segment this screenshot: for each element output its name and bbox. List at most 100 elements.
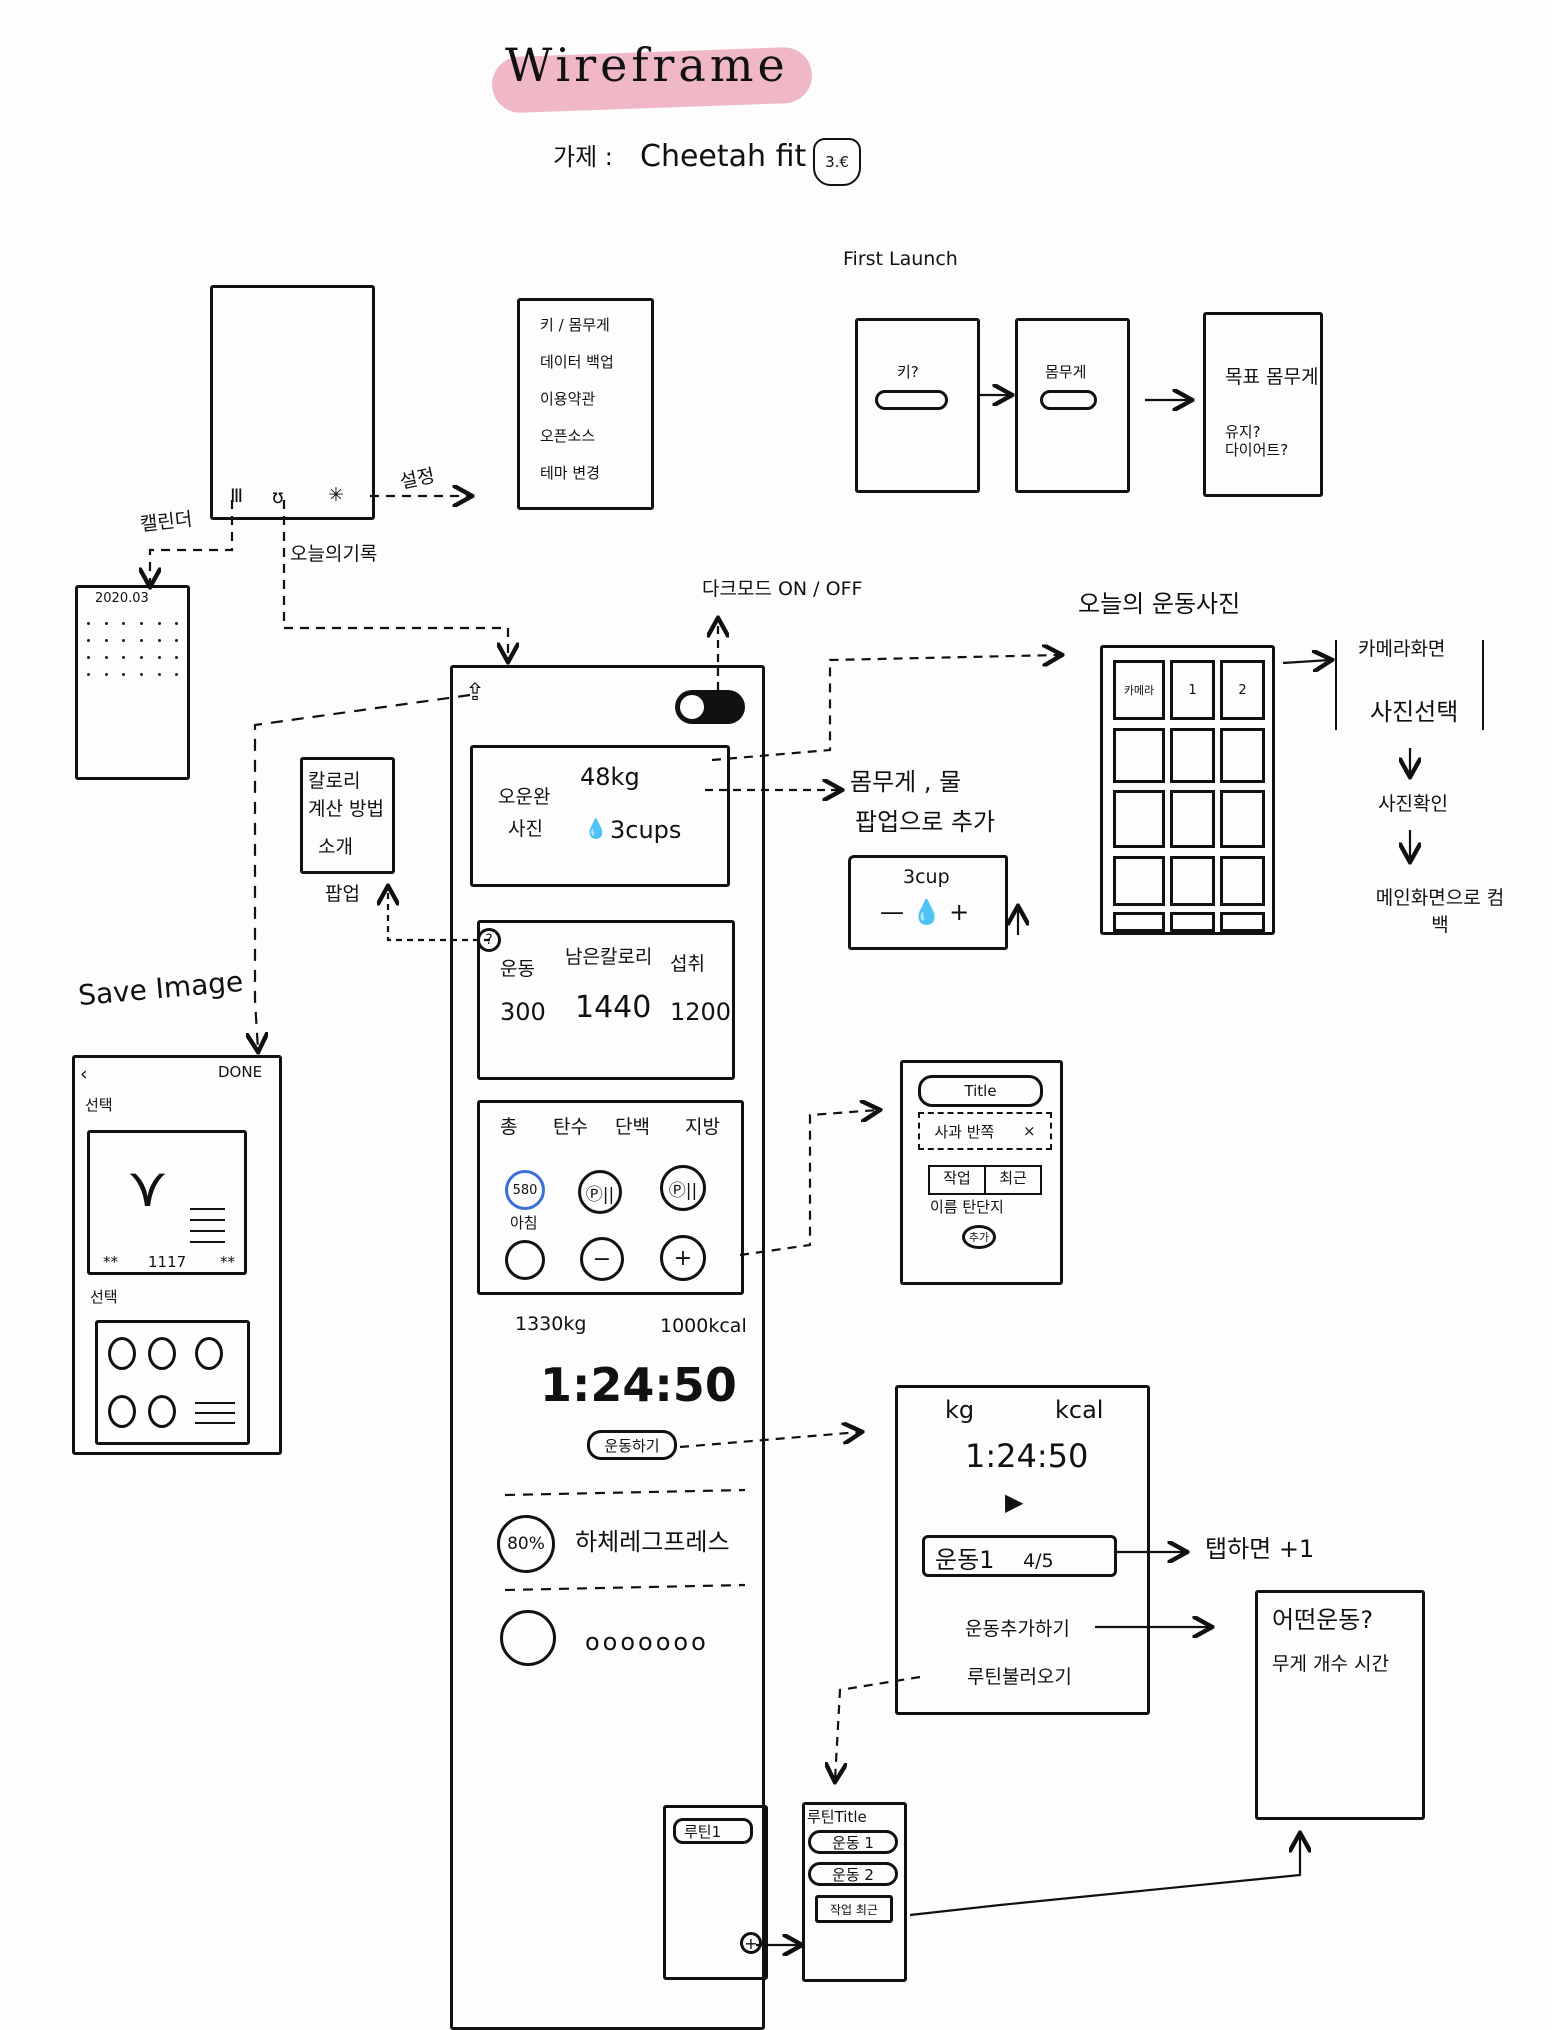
routine-list-screen: [663, 1805, 768, 1980]
template-picker: [95, 1320, 250, 1445]
photo-cell[interactable]: [1220, 856, 1265, 906]
photo-cell-2[interactable]: 2: [1220, 660, 1265, 720]
photo-cell-1[interactable]: 1: [1170, 660, 1215, 720]
template-option[interactable]: [148, 1395, 176, 1428]
photo-cell[interactable]: [1113, 912, 1165, 932]
routine-exercise-1-label: 운동 1: [832, 1833, 874, 1852]
template-option[interactable]: [108, 1395, 136, 1428]
exercise-counter[interactable]: [922, 1535, 1117, 1577]
tab-total[interactable]: 총: [500, 1116, 518, 1138]
tab-protein[interactable]: 단백: [615, 1116, 650, 1138]
weight-input[interactable]: [1040, 390, 1097, 410]
preview-stat-1: **: [103, 1253, 118, 1271]
menu-item-theme[interactable]: 테마 변경: [540, 464, 600, 482]
workout-kg: kg: [945, 1396, 975, 1424]
exercise-counter-sets: 4/5: [1023, 1550, 1054, 1572]
photo-cell[interactable]: [1220, 912, 1265, 932]
calendar-label: 캘린더: [138, 508, 194, 536]
water-popup-label: 3cup: [903, 866, 950, 888]
meal-dinner[interactable]: Ⓟ||: [660, 1165, 706, 1211]
load-routine-button[interactable]: 루틴불러오기: [967, 1666, 1072, 1688]
photo-cell[interactable]: [1170, 790, 1215, 848]
exercise-detail-fields: 무게 개수 시간: [1272, 1653, 1389, 1675]
template-lines[interactable]: [195, 1402, 235, 1424]
menu-item-backup[interactable]: 데이터 백업: [540, 353, 614, 371]
mode-recent[interactable]: 최근: [999, 1169, 1027, 1187]
workout-screen: [895, 1385, 1150, 1715]
done-button[interactable]: DONE: [218, 1063, 263, 1081]
template-option[interactable]: [195, 1337, 223, 1370]
meal-item-name: 사과 반쪽: [934, 1122, 995, 1141]
dark-mode-label: 다크모드 ON / OFF: [702, 578, 863, 600]
goal-diet[interactable]: 다이어트?: [1225, 441, 1289, 459]
meal-add-screen: [900, 1060, 1063, 1285]
template-option[interactable]: [148, 1337, 176, 1370]
photo-cell[interactable]: [1170, 912, 1215, 932]
calorie-popup-line1: 칼로리: [308, 770, 361, 792]
photo-cell[interactable]: [1113, 790, 1165, 848]
menu-item-height-weight[interactable]: 키 / 몸무게: [540, 316, 610, 334]
photo-cell[interactable]: [1220, 728, 1265, 783]
pill-icon-2: Ⓟ||: [668, 1180, 698, 1201]
subtitle-label: 가제 :: [553, 143, 613, 171]
back-icon[interactable]: ‹: [80, 1063, 88, 1085]
weight-water-note-1: 몸무게 , 물: [850, 768, 962, 796]
bar-chart-icon[interactable]: Ⅲ: [230, 485, 244, 507]
play-icon[interactable]: ▶: [1005, 1488, 1024, 1516]
meal-add-button[interactable]: 추가: [962, 1225, 996, 1249]
preview-lines: [190, 1208, 225, 1243]
meal-lunch[interactable]: Ⓟ||: [578, 1170, 622, 1214]
weight-water-card[interactable]: [470, 745, 730, 887]
close-icon[interactable]: ×: [1023, 1122, 1036, 1140]
dark-mode-toggle[interactable]: [675, 690, 745, 724]
exercise-counter-name: 운동1: [935, 1546, 995, 1574]
meal-item-chip[interactable]: 사과 반쪽 ×: [918, 1112, 1052, 1150]
share-icon[interactable]: ⇪: [465, 678, 486, 706]
goal-maintain[interactable]: 유지?: [1225, 423, 1261, 441]
flow-confirm-photo: 사진확인: [1378, 793, 1448, 815]
routine-mode-buttons[interactable]: 작업 최근: [815, 1895, 893, 1923]
tab-carbs[interactable]: 탄수: [553, 1116, 588, 1138]
routine-exercise-2[interactable]: 운동 2: [808, 1862, 898, 1886]
minus-button[interactable]: −: [580, 1237, 624, 1281]
photo-cell[interactable]: [1220, 790, 1265, 848]
menu-item-opensource[interactable]: 오픈소스: [540, 427, 596, 445]
water-popup-controls[interactable]: — 💧 +: [880, 898, 970, 926]
add-exercise-button[interactable]: 운동추가하기: [965, 1618, 1070, 1640]
cheetah-tab-icon[interactable]: ʊ: [272, 486, 284, 508]
workout-button[interactable]: 운동하기: [587, 1430, 677, 1460]
workout-timer: 1:24:50: [965, 1437, 1089, 1475]
routine-detail-title: 루틴Title: [807, 1808, 867, 1826]
add-routine-button[interactable]: +: [740, 1932, 762, 1954]
template-option[interactable]: [108, 1337, 136, 1370]
meal-snack[interactable]: [505, 1240, 545, 1280]
sun-icon[interactable]: ✳: [328, 484, 344, 506]
camera-cell[interactable]: 카메라: [1113, 660, 1165, 720]
water-value: 3cups: [610, 816, 682, 844]
exercise-name[interactable]: 하체레그프레스: [575, 1528, 730, 1556]
macro-card: [477, 1100, 744, 1295]
add-meal-button[interactable]: +: [660, 1235, 706, 1281]
stat-value-exercise: 300: [500, 998, 546, 1026]
save-image-screen: [72, 1055, 282, 1455]
mode-custom[interactable]: 작업: [930, 1167, 986, 1193]
routine-mode-label: 작업 최근: [830, 1902, 878, 1917]
photo-cell[interactable]: [1170, 728, 1215, 783]
meal-breakfast[interactable]: 580: [505, 1170, 545, 1210]
photo-cell[interactable]: [1113, 856, 1165, 906]
routine-item[interactable]: 루틴1: [673, 1818, 753, 1844]
first-launch-screen-1: [855, 318, 980, 493]
meal-title-input[interactable]: Title: [918, 1075, 1043, 1107]
routine-exercise-1[interactable]: 운동 1: [808, 1830, 898, 1854]
tab-fat[interactable]: 지방: [685, 1116, 720, 1138]
menu-item-terms[interactable]: 이용약관: [540, 390, 596, 408]
meal-value: 580: [512, 1182, 538, 1198]
height-input[interactable]: [875, 390, 948, 410]
photo-cell[interactable]: [1113, 728, 1165, 783]
stat-label-intake: 섭취: [670, 953, 705, 975]
photo-cell[interactable]: [1170, 856, 1215, 906]
workout-kcal: kcal: [1055, 1396, 1104, 1424]
today-record-label: 오늘의기록: [290, 543, 378, 565]
help-icon[interactable]: ?: [477, 928, 501, 952]
meal-title-label: Title: [964, 1082, 997, 1100]
